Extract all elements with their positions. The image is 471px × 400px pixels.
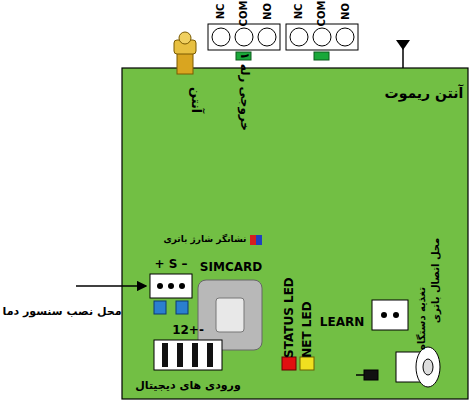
part-name: محل نصب سنسور دما	[3, 306, 122, 318]
pin-name: COM	[316, 0, 327, 26]
part-name: محل اتصال باتری	[431, 237, 442, 322]
part-name: NET LED	[300, 302, 313, 358]
part-name: STATUS LED	[282, 278, 295, 359]
pin-name: 12+-	[172, 324, 204, 337]
part-name: آنتن ریموت	[385, 86, 464, 101]
pin-name: COM	[238, 0, 249, 26]
pin-name: NO	[262, 3, 273, 20]
part-name: تغذیه دستگاه	[416, 287, 427, 350]
pin-name: NO	[340, 3, 351, 20]
pin-name: NC	[216, 3, 227, 19]
part-name: آنتن	[189, 87, 203, 113]
pin-name: NC	[294, 3, 305, 19]
part-name: خروجی رله ۱	[237, 53, 250, 132]
part-name: نشانگر شارژ باتری	[164, 235, 247, 245]
pin-name: + S –	[154, 258, 187, 271]
part-name: SIMCARD	[200, 261, 262, 274]
part-name: ورودی های دیجیتال	[135, 380, 241, 392]
part-name: LEARN	[320, 316, 364, 329]
